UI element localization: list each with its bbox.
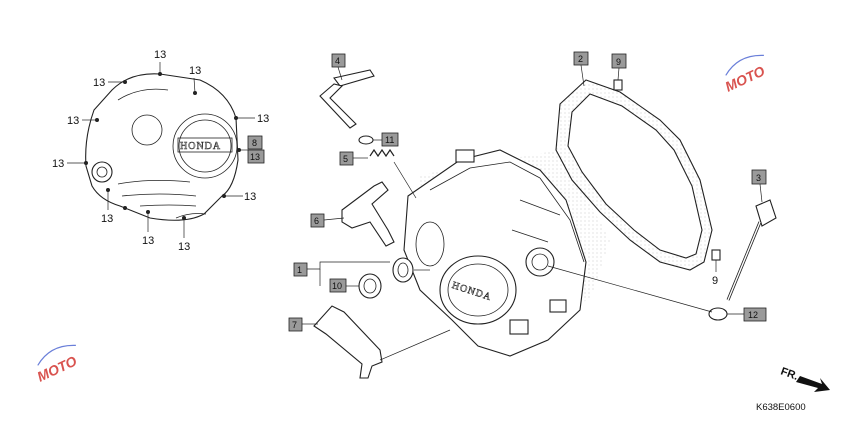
callout-6: 6 (314, 216, 319, 226)
part-3-oil-dipstick: 3 (726, 169, 777, 301)
direction-indicator: FR. (779, 366, 830, 392)
bolt-holes (84, 72, 241, 220)
watermark-bottom-left: MOTO (35, 344, 80, 385)
svg-text:MOTO: MOTO (35, 353, 80, 385)
watermark-top-right: MOTO (723, 54, 768, 95)
part-6-bracket: 6 (310, 181, 395, 247)
callout-13-box: 13 (250, 152, 260, 162)
callout-2: 2 (578, 54, 583, 64)
callout-11: 11 (385, 135, 394, 145)
callout-4: 4 (335, 56, 340, 66)
bolt-label-bottom: 13 (142, 235, 154, 247)
part-4-lever: 4 (319, 53, 375, 129)
bolt-label-bottom-left: 13 (101, 213, 113, 225)
part-9-dowel-pins: 9 9 (611, 53, 721, 287)
part-11-clip: 11 (358, 132, 399, 147)
bolt-label-right: 13 (257, 113, 269, 125)
bolt-label-upper-left: 13 (93, 77, 105, 89)
oil-fill-leader (547, 265, 713, 313)
direction-label: FR. (779, 366, 800, 383)
bolt-label-lower-left: 13 (52, 158, 64, 170)
bolt-label-upper: 13 (189, 65, 201, 77)
bolt-label-top: 13 (154, 49, 166, 61)
callout-9-top: 9 (616, 57, 621, 67)
callout-7: 7 (292, 320, 297, 330)
bolt-label-left: 13 (67, 115, 79, 127)
callout-3: 3 (756, 173, 761, 183)
callout-9-bottom: 9 (712, 275, 718, 287)
callout-8: 8 (252, 138, 257, 148)
part-7-guide-plate: 7 (288, 305, 451, 379)
callout-1: 1 (297, 265, 302, 275)
callout-5: 5 (343, 154, 348, 164)
part-5-spring: 5 (339, 148, 417, 199)
diagram-part-code: K638E0600 (756, 402, 806, 413)
callout-12: 12 (748, 310, 758, 320)
crankcase-cover-exploded: HONDA (403, 149, 610, 357)
svg-text:MOTO: MOTO (723, 63, 768, 95)
bolt-label-lower-right: 13 (244, 191, 256, 203)
direction-arrow-icon (796, 376, 830, 392)
part-1-10-bearing-seal: 1 10 (293, 257, 430, 299)
part-2-gasket: 2 (555, 51, 713, 271)
cover-brand-logo: HONDA (180, 141, 221, 152)
bolt-label-bottom-right: 13 (178, 241, 190, 253)
callout-10: 10 (332, 281, 342, 291)
part-12-o-ring: 12 (708, 307, 767, 322)
assembled-cover-view: HONDA 13 13 13 1 (52, 49, 269, 253)
